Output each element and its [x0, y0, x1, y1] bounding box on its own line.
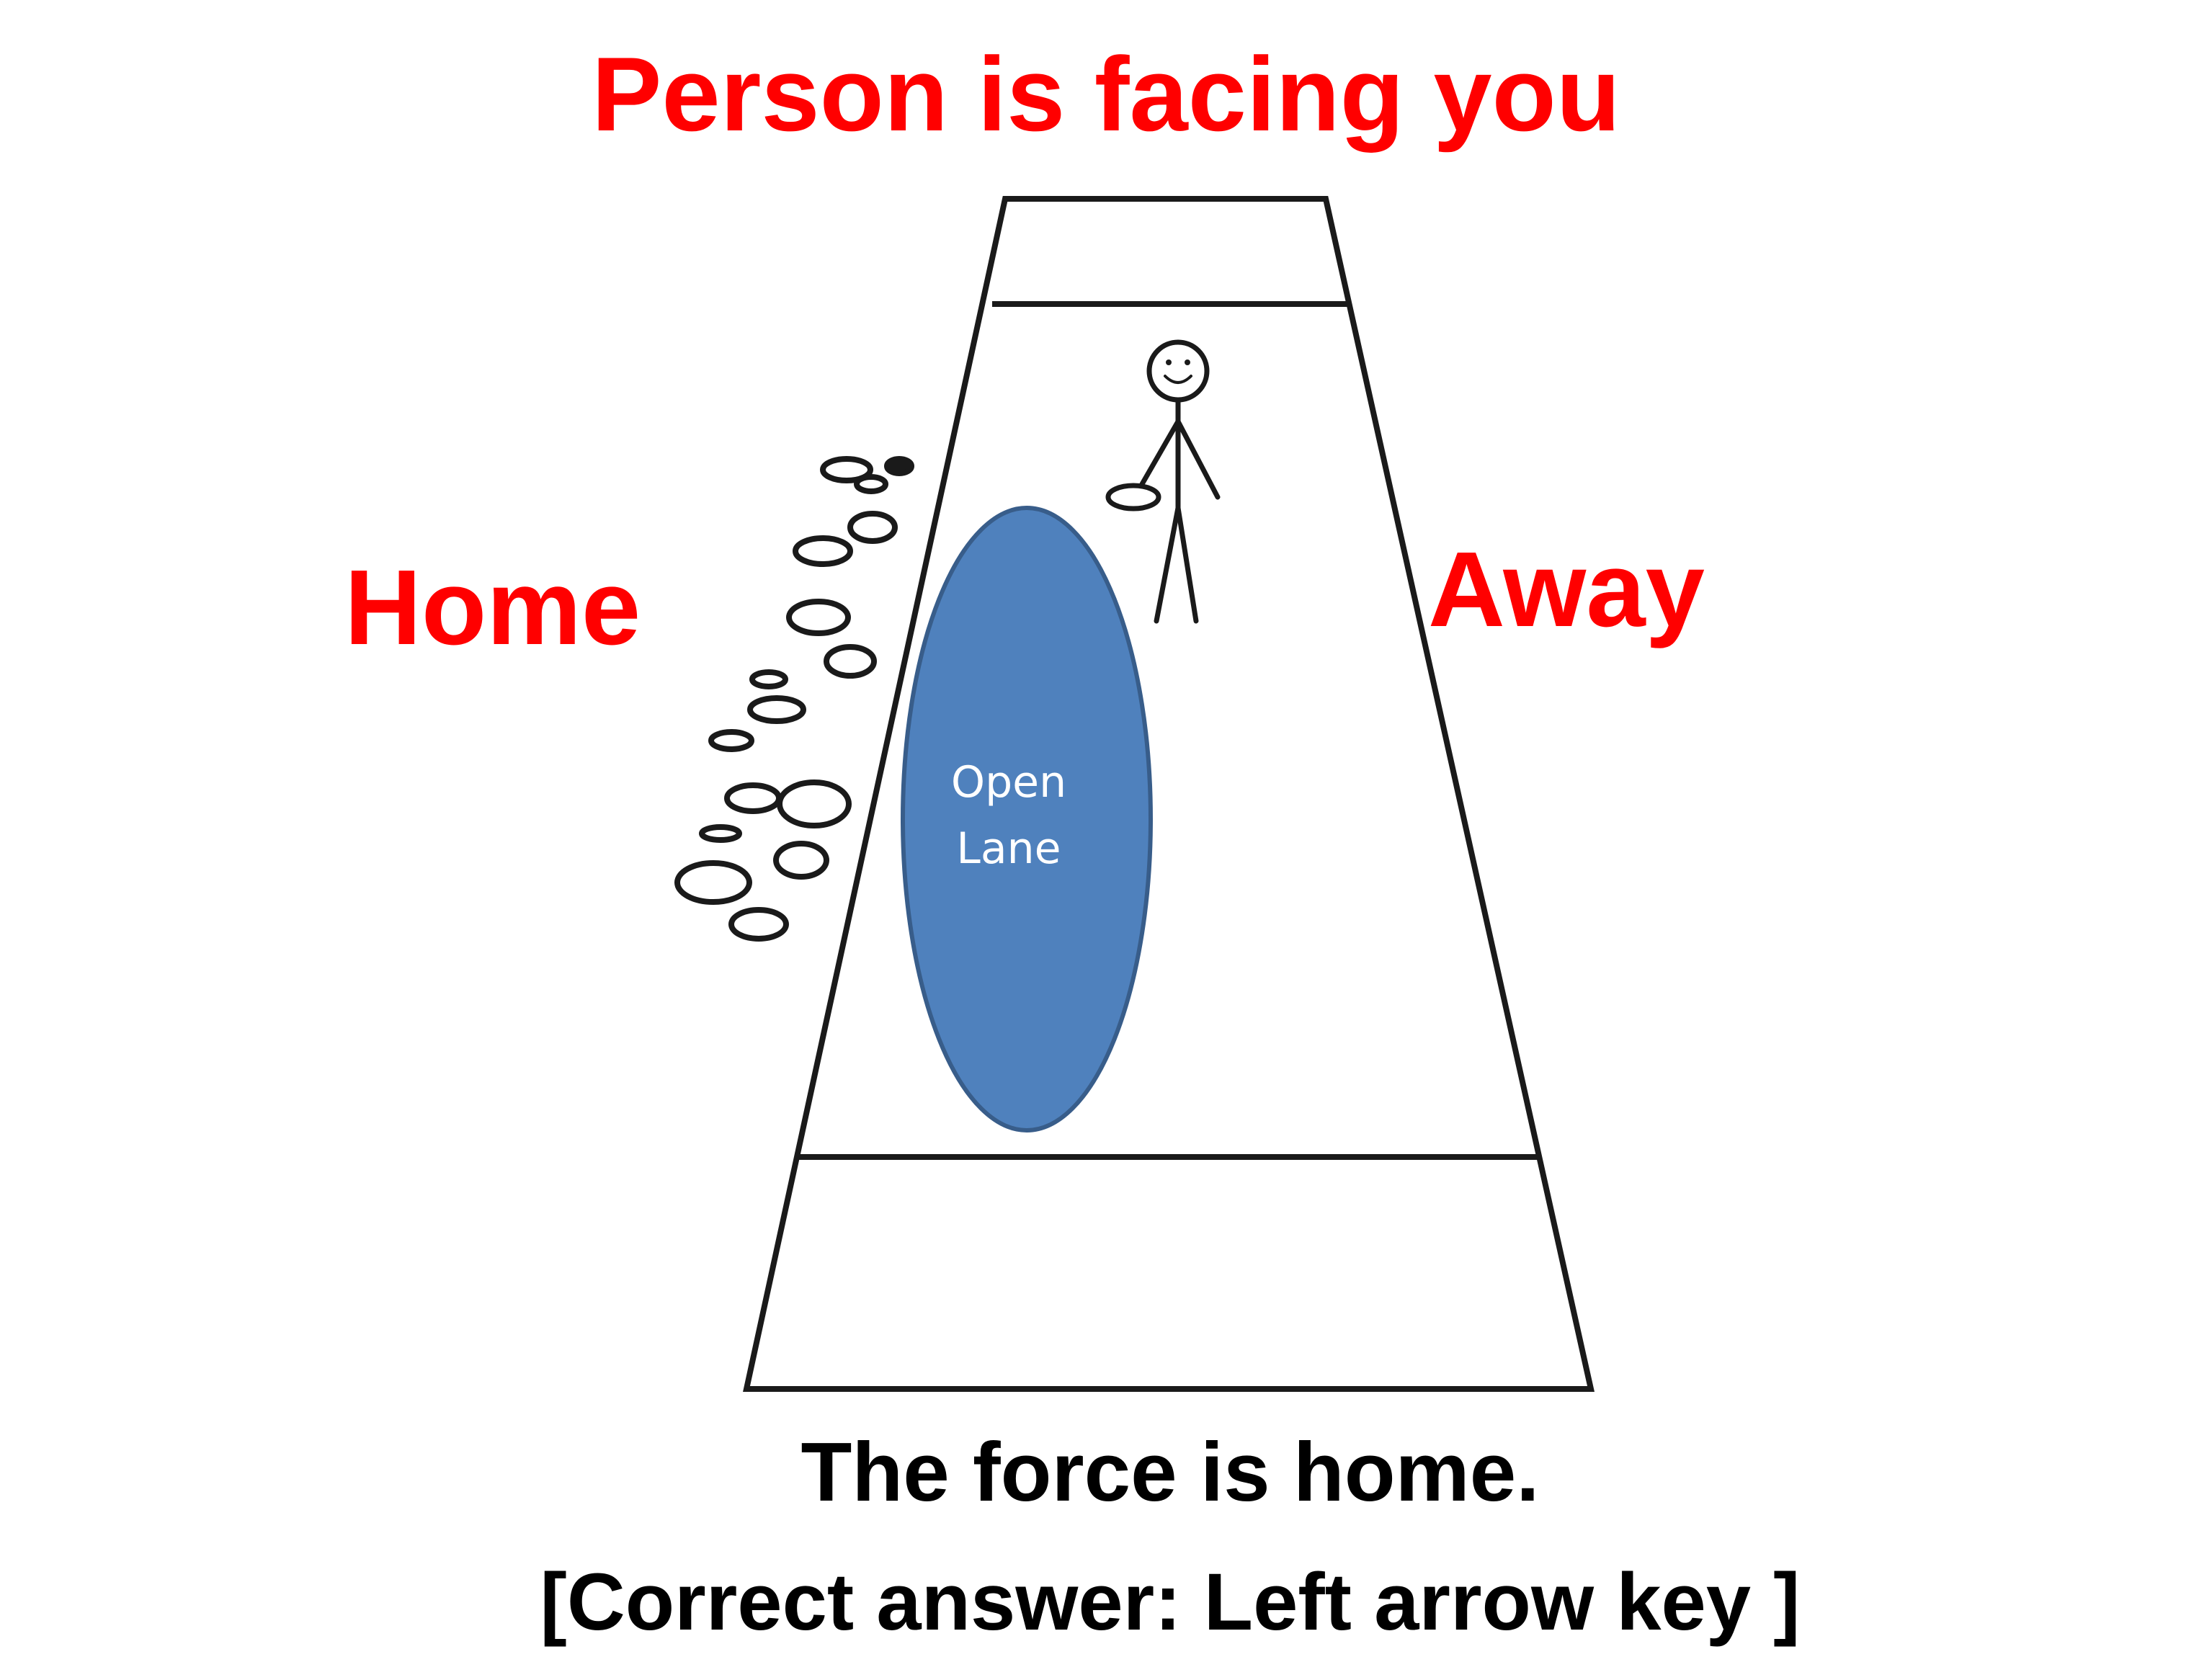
disc-icon — [674, 860, 752, 905]
open-lane-ellipse — [901, 506, 1153, 1132]
stick-figure-icon — [1105, 339, 1221, 624]
disc-icon — [884, 456, 914, 476]
open-lane-label: Open Lane — [901, 749, 1117, 882]
disc-icon — [854, 474, 888, 494]
disc-icon — [708, 729, 754, 752]
away-side-label: Away — [1428, 530, 1705, 649]
disc-icon — [749, 669, 788, 689]
disc-icon — [724, 782, 782, 814]
open-lane-line-2: Lane — [956, 823, 1061, 874]
disc-icon — [747, 695, 806, 724]
correct-answer-note: [Correct answer: Left arrow key ] — [540, 1557, 1801, 1647]
disc-icon — [728, 907, 789, 942]
disc-icon — [847, 511, 898, 544]
disc-icon — [773, 841, 829, 880]
disc-icon — [786, 599, 851, 636]
disc-icon — [824, 644, 877, 679]
force-statement: The force is home. — [800, 1425, 1540, 1519]
page-title: Person is facing you — [592, 35, 1620, 153]
disc-pile — [674, 456, 914, 942]
disc-icon — [777, 779, 852, 828]
home-side-label: Home — [344, 548, 641, 667]
open-lane-line-1: Open — [950, 757, 1067, 808]
disc-icon — [820, 456, 873, 483]
court-outline — [743, 196, 1595, 1392]
disc-icon — [699, 824, 742, 843]
disc-icon — [793, 535, 853, 567]
